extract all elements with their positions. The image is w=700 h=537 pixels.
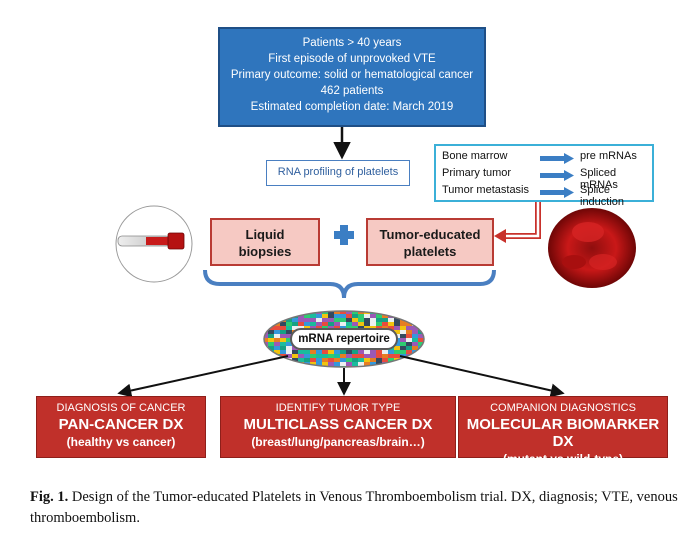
patients-line: 462 patients — [320, 85, 384, 97]
origin-row: Bone marrow pre mRNAs — [442, 150, 648, 166]
outcome-heading: COMPANION DIAGNOSTICS — [490, 402, 636, 414]
diagnosis-outcome-box: DIAGNOSIS OF CANCER PAN-CANCER DX (healt… — [36, 396, 206, 458]
figure-caption: Fig. 1. Design of the Tumor-educated Pla… — [30, 487, 680, 529]
origin-to-teb-arrow — [494, 202, 541, 243]
mrna-origin-box: Bone marrow pre mRNAs Primary tumor Spli… — [434, 144, 654, 208]
outcome-title: PAN-CANCER DX — [58, 416, 184, 433]
blue-arrow-icon — [540, 187, 574, 198]
outcome-detail: (mutant vs wild-type) — [502, 452, 623, 466]
red-blood-cells-image — [548, 208, 636, 288]
origin-source: Bone marrow — [442, 150, 508, 162]
liquid-line1: Liquid — [245, 227, 285, 242]
outcome-detail: (healthy vs cancer) — [66, 435, 176, 449]
outcome-heading: DIAGNOSIS OF CANCER — [56, 402, 186, 414]
patients-line: First episode of unprovoked VTE — [268, 53, 436, 65]
arrow-to-diagnosis — [117, 355, 289, 398]
arrow-to-companion — [399, 355, 565, 398]
origin-source: Tumor metastasis — [442, 184, 530, 196]
teb-line1: Tumor-educated — [379, 227, 481, 242]
outcome-detail: (breast/lung/pancreas/brain…) — [251, 435, 425, 449]
blood-tube-image — [115, 205, 193, 283]
blue-arrow-icon — [540, 153, 574, 164]
teb-line2: platelets — [403, 244, 457, 259]
origin-row: Tumor metastasis Splice induction — [442, 184, 648, 208]
mrna-repertoire-label: mRNA repertoire — [290, 328, 398, 350]
caption-label: Fig. 1. — [30, 489, 69, 505]
tumor-educated-platelets-box: Tumor-educated platelets — [366, 218, 494, 266]
origin-row: Primary tumor Spliced mRNAs — [442, 167, 648, 191]
blue-bracket — [203, 269, 496, 299]
patients-line: Patients > 40 years — [302, 37, 402, 49]
origin-result: Spliced mRNAs — [580, 167, 618, 191]
rna-profiling-box: RNA profiling of platelets — [266, 160, 410, 186]
caption-text: Design of the Tumor-educated Platelets i… — [30, 489, 678, 526]
origin-result: pre mRNAs — [580, 150, 637, 162]
patients-criteria-box: Patients > 40 years First episode of unp… — [218, 27, 486, 127]
liquid-line2: biopsies — [238, 244, 292, 259]
outcome-heading: IDENTIFY TUMOR TYPE — [275, 402, 401, 414]
outcome-title: MULTICLASS CANCER DX — [243, 416, 433, 433]
companion-diagnostics-outcome-box: COMPANION DIAGNOSTICS MOLECULAR BIOMARKE… — [458, 396, 668, 466]
patients-line: Primary outcome: solid or hematological … — [230, 69, 474, 81]
origin-source: Primary tumor — [442, 167, 512, 179]
liquid-biopsies-box: Liquid biopsies — [210, 218, 320, 266]
blue-arrow-icon — [540, 170, 574, 181]
tumor-type-outcome-box: IDENTIFY TUMOR TYPE MULTICLASS CANCER DX… — [220, 396, 456, 458]
patients-line: Estimated completion date: March 2019 — [250, 101, 454, 113]
outcome-title: MOLECULAR BIOMARKER DX — [466, 416, 660, 450]
origin-result: Splice induction — [580, 184, 625, 208]
plus-icon — [334, 225, 354, 245]
